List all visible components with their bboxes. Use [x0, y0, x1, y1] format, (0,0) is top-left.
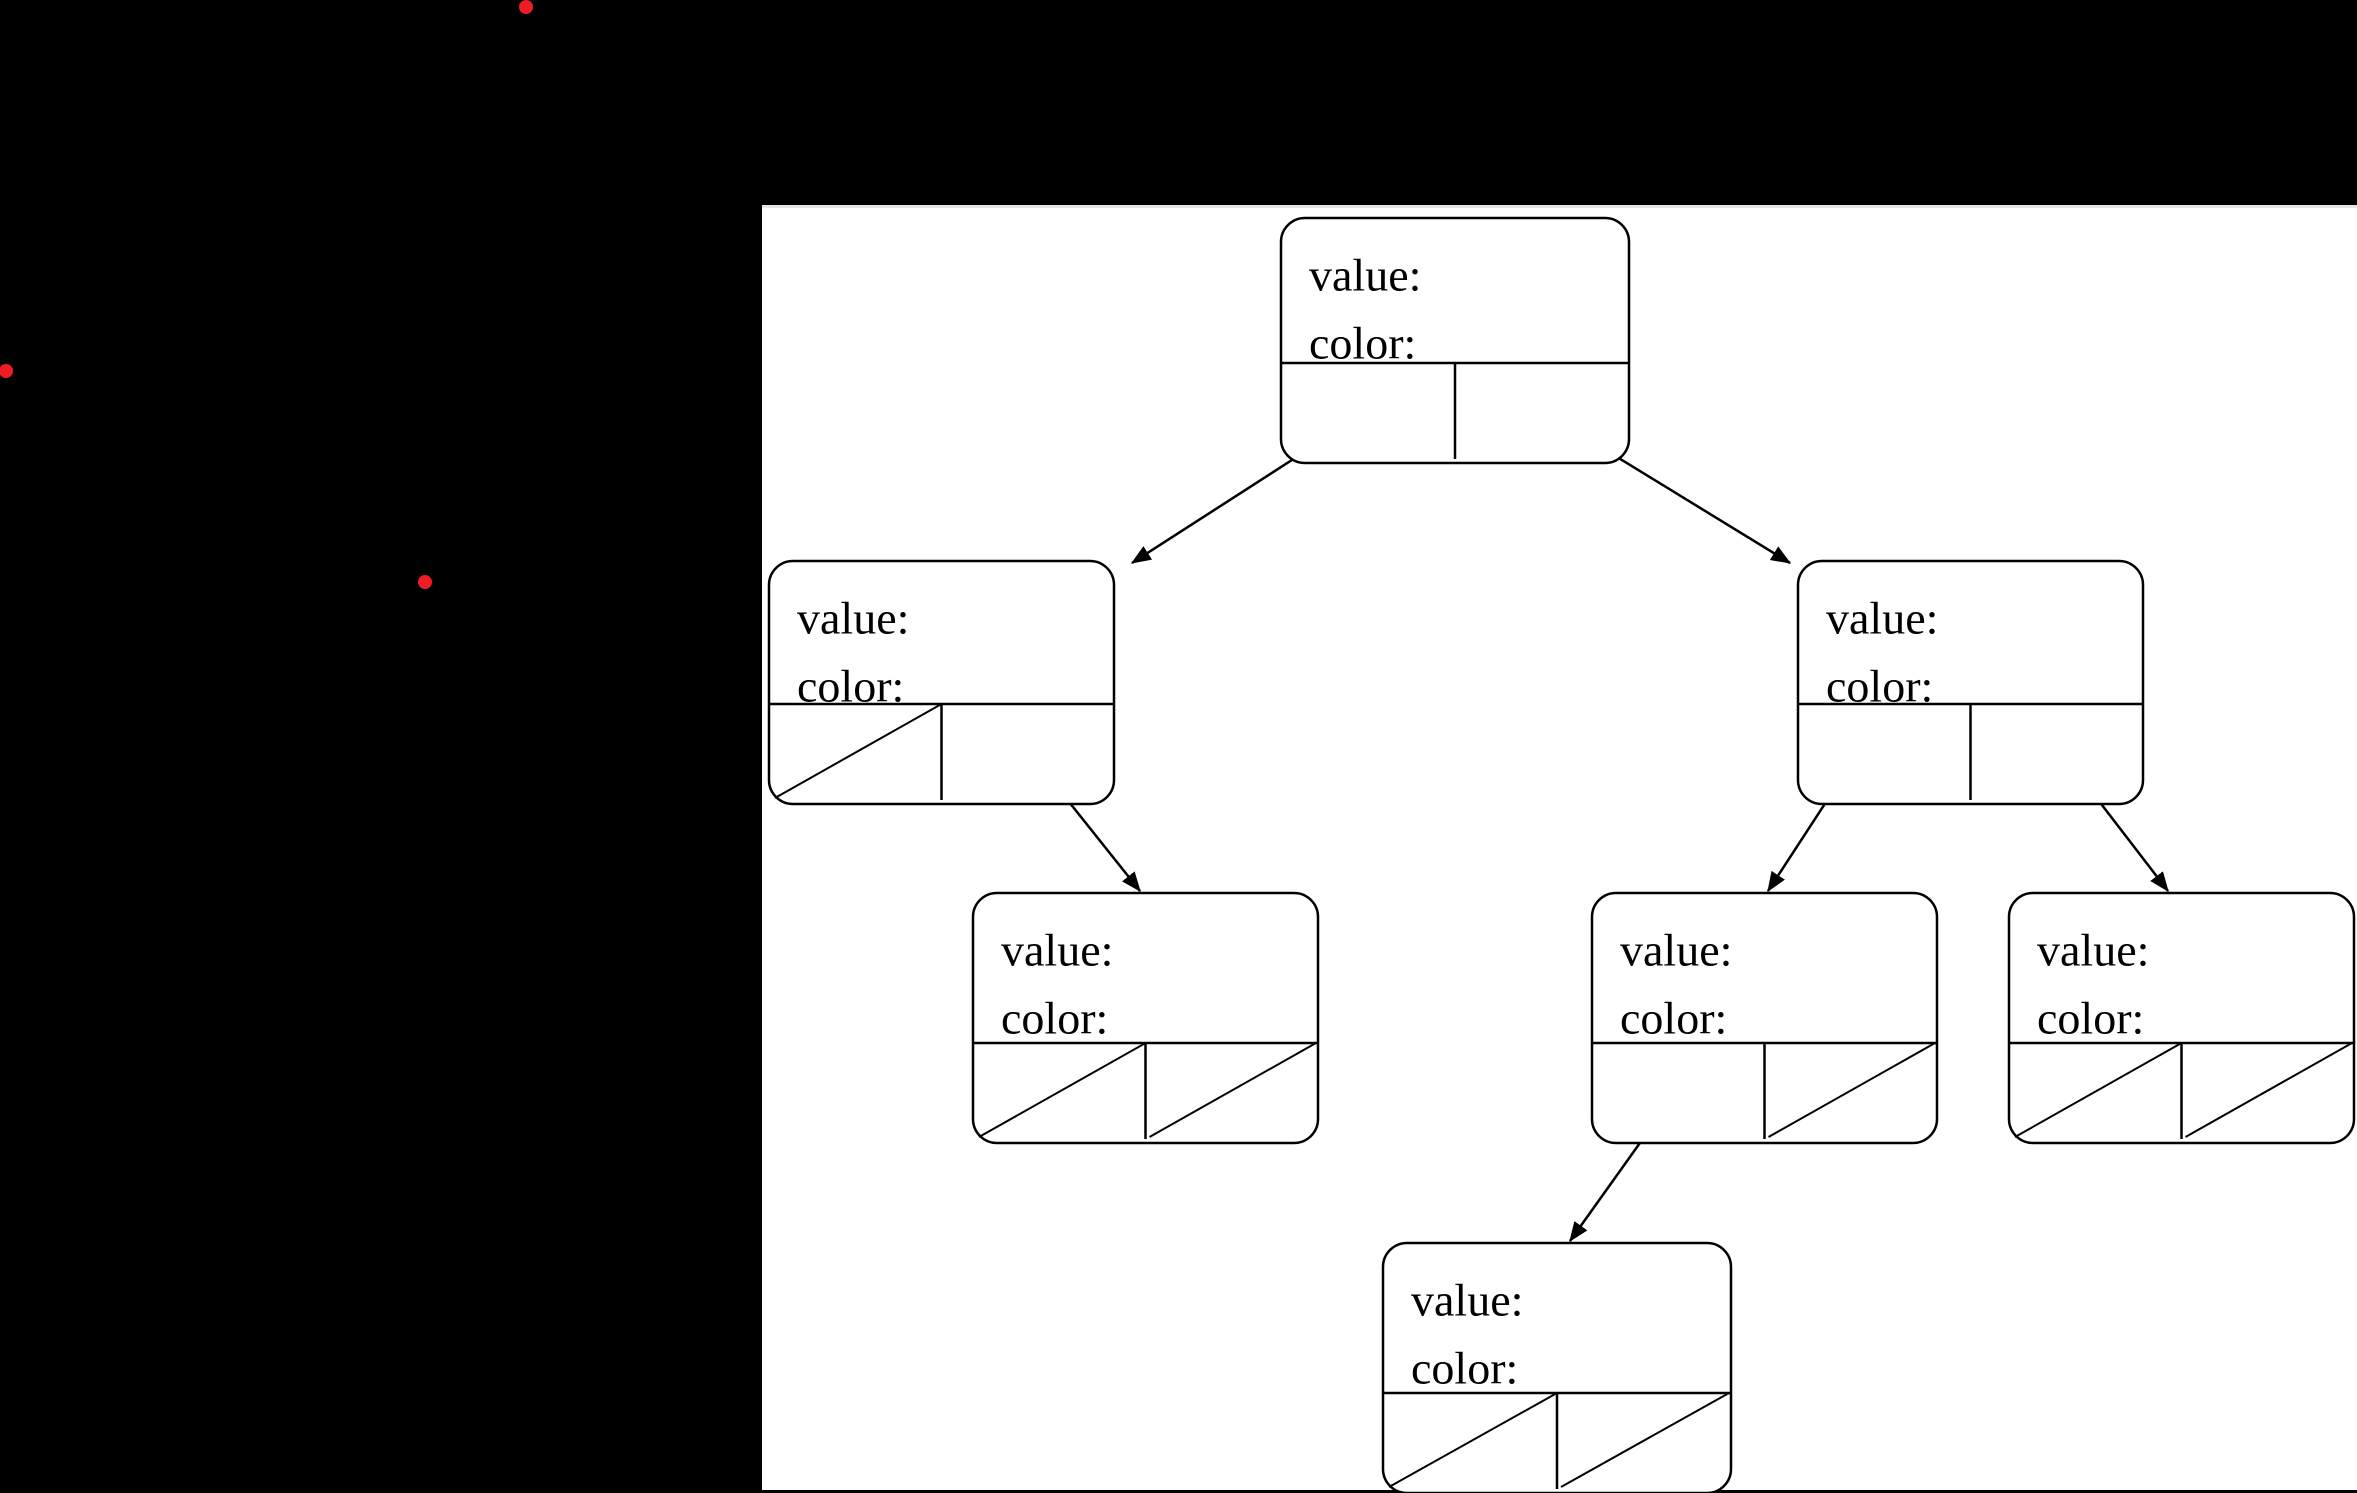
tree-node-bottom-left-null-slash [1388, 1392, 1558, 1488]
tree-node-bottom-box[interactable] [1381, 1241, 1733, 1493]
tree-diagram-svg: value:color:value:color:value:color:valu… [767, 216, 2356, 1493]
tree-node-right-right-value-label: value: [2037, 925, 2149, 976]
tree-node-right-left-color-label: color: [1620, 993, 1727, 1044]
tree-node-bottom-right-null-slash [1560, 1392, 1730, 1488]
tree-node-right-right[interactable]: value: color: [2007, 891, 2356, 1145]
tree-node-left-color-label: color: [797, 661, 904, 712]
tree-node-root-value-label: value: [1309, 250, 1421, 301]
tree-node-right[interactable]: value: color: [1796, 559, 2145, 806]
tree-node-right-right-right-null-slash [2185, 1042, 2353, 1138]
tree-node-left-right-box[interactable] [971, 891, 1320, 1145]
tree-node-left-right-color-label: color: [1001, 993, 1108, 1044]
tree-node-left-right[interactable]: value: color: [971, 891, 1320, 1145]
tree-node-right-left-box[interactable] [1590, 891, 1939, 1145]
tree-node-right-box[interactable] [1796, 559, 2145, 806]
tree-node-root-box[interactable] [1279, 216, 1631, 465]
tree-node-left-right-left-null-slash [978, 1042, 1146, 1138]
tree-node-right-left[interactable]: value: color: [1590, 891, 1939, 1145]
tree-node-root-color-label: color: [1309, 318, 1416, 369]
tree-node-right-left-value-label: value: [1620, 925, 1732, 976]
tree-node-right-right-color-label: color: [2037, 993, 2144, 1044]
tree-node-right-color-label: color: [1826, 661, 1933, 712]
tree-node-left-right-right-null-slash [1149, 1042, 1317, 1138]
tree-node-bottom[interactable]: value: color: [1381, 1241, 1733, 1493]
tree-node-root[interactable]: value: color: [1279, 216, 1631, 465]
tree-nodes-layer: value:color:value:color:value:color:valu… [767, 216, 2356, 1493]
tree-node-left-right-value-label: value: [1001, 925, 1113, 976]
tree-node-left[interactable]: value: color: [767, 559, 1116, 806]
tree-node-bottom-color-label: color: [1411, 1343, 1518, 1394]
tree-node-right-left-right-null-slash [1768, 1042, 1936, 1138]
tree-node-right-right-box[interactable] [2007, 891, 2356, 1145]
tree-node-left-box[interactable] [767, 559, 1116, 806]
tree-node-right-right-left-null-slash [2014, 1042, 2182, 1138]
tree-node-right-value-label: value: [1826, 593, 1938, 644]
tree-node-bottom-value-label: value: [1411, 1275, 1523, 1326]
tree-node-left-value-label: value: [797, 593, 909, 644]
diagram-panel: value:color:value:color:value:color:valu… [762, 205, 2357, 1493]
tree-node-left-left-null-slash [774, 703, 942, 799]
